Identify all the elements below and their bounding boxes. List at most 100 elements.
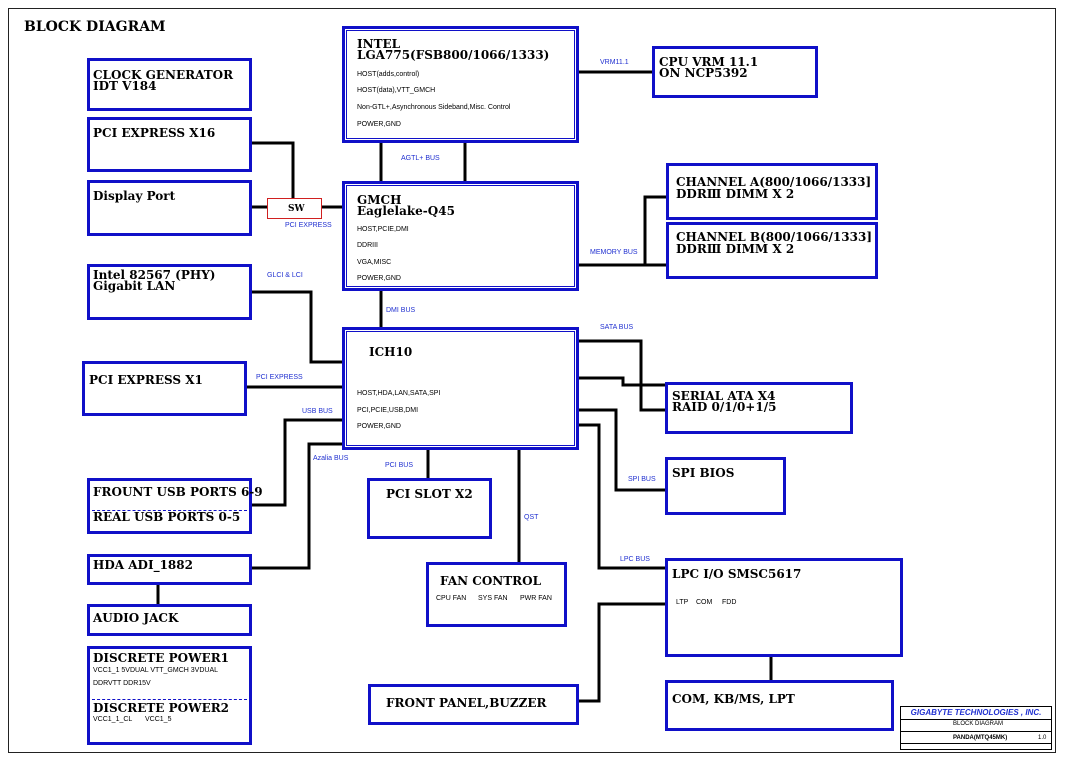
lan-sub: Gigabit LAN	[93, 279, 176, 293]
lpc-item: COM	[696, 599, 713, 606]
bus-label-agtl: AGTL+ BUS	[401, 155, 440, 162]
fan-item: CPU FAN	[436, 595, 467, 602]
bus-label-azalia: Azalia BUS	[313, 455, 349, 462]
lpc-io-title: LPC I/O SMSC5617	[672, 567, 802, 581]
bus-label-vrm: VRM11.1	[600, 59, 629, 66]
bus-label-pci: PCI BUS	[385, 462, 414, 469]
channel-a-block: CHANNEL A(800/1066/1333] DDRⅢ DIMM X 2	[666, 163, 878, 220]
company-name: GIGABYTE TECHNOLOGIES , INC.	[910, 708, 1042, 717]
power2-title: DISCRETE POWER2	[93, 701, 230, 715]
sata-raid: RAID 0/1/0+1/5	[672, 400, 777, 414]
pci-slot-block: PCI SLOT X2	[367, 478, 492, 539]
com-kb-title: COM, KB/MS, LPT	[672, 692, 795, 706]
intel-cpu-block: INTEL LGA775(FSB800/1066/1333) HOST(adds…	[342, 26, 579, 143]
wire-lan	[251, 290, 344, 364]
front-panel-block: FRONT PANEL,BUZZER	[368, 684, 579, 725]
sata-block: SERIAL ATA X4 RAID 0/1/0+1/5	[665, 382, 853, 434]
channel-a-dimm: DDRⅢ DIMM X 2	[676, 187, 795, 201]
clock-generator-block: CLOCK GENERATOR IDT V184	[87, 58, 252, 111]
wire-front-panel	[578, 602, 667, 703]
fan-item: PWR FAN	[520, 595, 552, 602]
pcie-x16-block: PCI EXPRESS X16	[87, 117, 252, 172]
pcie-x1-title: PCI EXPRESS X1	[89, 373, 203, 387]
wire-lpc	[578, 423, 667, 570]
cpu-item: POWER,GND	[357, 121, 401, 128]
switch-label: SW	[288, 204, 305, 214]
gmch-block: GMCH Eaglelake-Q45 HOST,PCIE,DMI DDRIII …	[342, 181, 579, 291]
drawing-frame	[8, 8, 1056, 753]
vrm-title: CPU VRM 11.1	[659, 55, 759, 69]
channel-b-title: CHANNEL B(800/1066/1333]	[676, 230, 873, 244]
gmch-title: GMCH	[357, 193, 402, 207]
gmch-sub: Eaglelake-Q45	[357, 204, 455, 218]
bus-label-glci: GLCI & LCI	[267, 272, 303, 279]
clock-title: CLOCK GENERATOR	[93, 68, 234, 82]
gmch-item: POWER,GND	[357, 275, 401, 282]
pci-slot-title: PCI SLOT X2	[386, 487, 473, 501]
hda-codec-block: HDA ADI_1882	[87, 554, 252, 585]
vrm-sub: ON NCP5392	[659, 66, 748, 80]
wire-sata-bot	[578, 376, 667, 387]
power1-rail: VCC1_1 5VDUAL VTT_GMCH 3VDUAL	[93, 667, 219, 674]
bus-label-pcie-sw: PCI EXPRESS	[285, 222, 332, 229]
ich10-item: POWER,GND	[357, 423, 401, 430]
cpu-vrm-block: CPU VRM 11.1 ON NCP5392	[652, 46, 818, 98]
lpc-item: LTP	[676, 599, 689, 606]
clock-sub: IDT V184	[93, 79, 157, 93]
cpu-title: INTEL	[357, 37, 401, 51]
wire-spi	[578, 408, 667, 492]
spi-bios-block: SPI BIOS	[665, 457, 786, 515]
lpc-item: FDD	[722, 599, 737, 606]
spi-bios-title: SPI BIOS	[672, 466, 735, 480]
gmch-item: HOST,PCIE,DMI	[357, 226, 409, 233]
channel-b-block: CHANNEL B(800/1066/1333] DDRⅢ DIMM X 2	[666, 222, 878, 279]
bus-label-lpc: LPC BUS	[620, 556, 650, 563]
hda-title: HDA ADI_1882	[93, 558, 193, 572]
wire-memory-bus	[578, 195, 667, 267]
fan-control-title: FAN CONTROL	[440, 574, 542, 588]
com-kb-lpt-block: COM, KB/MS, LPT	[665, 680, 894, 731]
bus-label-dmi: DMI BUS	[386, 307, 416, 314]
power2-rail: VCC1_5	[145, 716, 172, 723]
display-port-block: Display Port	[87, 180, 252, 236]
usb-ports-block: FROUNT USB PORTS 6-9 REAL USB PORTS 0-5	[87, 478, 263, 534]
front-usb-title: FROUNT USB PORTS 6-9	[93, 485, 263, 499]
power1-rail: DDRVTT DDR15V	[93, 680, 151, 687]
lan-title: Intel 82567 (PHY)	[93, 268, 216, 282]
lpc-io-block: LPC I/O SMSC5617 LTP COM FDD	[665, 558, 903, 657]
channel-a-title: CHANNEL A(800/1066/1333]	[676, 175, 872, 189]
rear-usb-title: REAL USB PORTS 0-5	[93, 510, 241, 524]
usb-divider	[92, 510, 247, 511]
cpu-item: Non-GTL+,Asynchronous Sideband,Misc. Con…	[357, 104, 511, 111]
pcie-x1-block: PCI EXPRESS X1	[82, 361, 247, 416]
wire-usb	[251, 418, 344, 507]
ich10-block: ICH10 HOST,HDA,LAN,SATA,SPI PCI,PCIE,USB…	[342, 327, 579, 450]
discrete-power-block: DISCRETE POWER1 VCC1_1 5VDUAL VTT_GMCH 3…	[87, 646, 252, 745]
gmch-item: DDRIII	[357, 242, 378, 249]
wire-pcie-x16	[251, 141, 295, 198]
wire-sata-top	[578, 339, 667, 412]
pcie-x16-title: PCI EXPRESS X16	[93, 126, 216, 140]
channel-b-dimm: DDRⅢ DIMM X 2	[676, 242, 795, 256]
page-title: BLOCK DIAGRAM	[24, 19, 166, 35]
title-block: GIGABYTE TECHNOLOGIES , INC. BLOCK DIAGR…	[900, 706, 1052, 750]
bus-label-usb: USB BUS	[302, 408, 333, 415]
bus-label-qst: QST	[524, 514, 539, 521]
ich10-item: HOST,HDA,LAN,SATA,SPI	[357, 390, 441, 397]
power-divider	[92, 699, 247, 700]
power2-rail: VCC1_1_CL	[93, 716, 133, 723]
cpu-item: HOST(adds,control)	[357, 71, 420, 78]
bus-label-spi: SPI BUS	[628, 476, 656, 483]
display-port-title: Display Port	[93, 189, 176, 203]
intel-lan-block: Intel 82567 (PHY) Gigabit LAN	[87, 264, 252, 320]
gmch-item: VGA,MISC	[357, 259, 392, 266]
bus-label-memory: MEMORY BUS	[590, 249, 638, 256]
audio-jack-block: AUDIO JACK	[87, 604, 252, 636]
wire-hda	[251, 442, 344, 570]
power1-title: DISCRETE POWER1	[93, 651, 230, 665]
bus-label-pcie-x1: PCI EXPRESS	[256, 374, 303, 381]
cpu-item: HOST(data),VTT_GMCH	[357, 87, 436, 94]
revision: 1.0	[1038, 735, 1047, 741]
sheet-title: BLOCK DIAGRAM	[953, 721, 1004, 727]
